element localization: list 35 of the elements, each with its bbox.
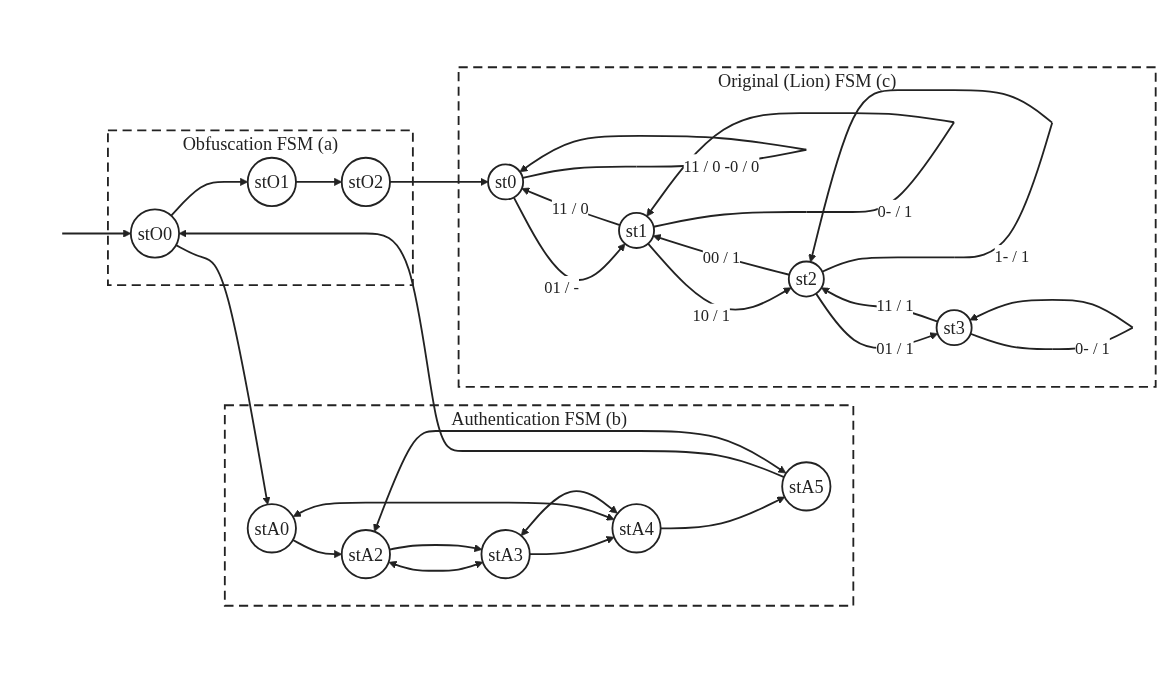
edge-label: 01 / 1 [876, 339, 914, 358]
arrow [521, 187, 621, 226]
edge-label: 10 / 1 [692, 306, 730, 325]
arrow [175, 244, 271, 505]
edge-label: 0- / 1 [877, 202, 913, 221]
node-circle: st0 [487, 163, 525, 201]
arrow [373, 430, 787, 532]
arrow [808, 89, 1054, 273]
arrow [821, 287, 939, 323]
arrow [647, 242, 792, 311]
node-circle: stA3 [480, 529, 531, 580]
edge-label: 11 / 1 [876, 296, 914, 315]
node-circle: stA2 [340, 529, 391, 580]
arrow [646, 112, 955, 228]
arrow [292, 501, 615, 521]
arrow [520, 490, 618, 537]
node-circle: stA5 [781, 461, 832, 512]
edge-label: 1- / 1 [994, 247, 1030, 267]
edge-label: 11 / 0 [551, 199, 589, 218]
arrow [512, 196, 626, 281]
node-circle: st3 [935, 309, 973, 347]
node-circle: stO2 [340, 156, 391, 207]
arrow [178, 229, 785, 478]
node-circle: stA4 [611, 503, 662, 554]
arrow [815, 292, 938, 349]
edge-label: 01 / - [544, 278, 580, 297]
arrow [388, 560, 484, 572]
node-circle: st2 [787, 260, 825, 298]
node-circle: st1 [618, 212, 655, 249]
edge-label: 0- / 1 [1075, 339, 1110, 358]
node-circle: stO0 [129, 208, 180, 259]
edge-label: 00 / 1 [702, 247, 741, 267]
edge-label: 11 / 0 -0 / 0 [683, 156, 760, 176]
node-circle: stA0 [246, 503, 297, 554]
node-circle: stO1 [246, 156, 297, 207]
